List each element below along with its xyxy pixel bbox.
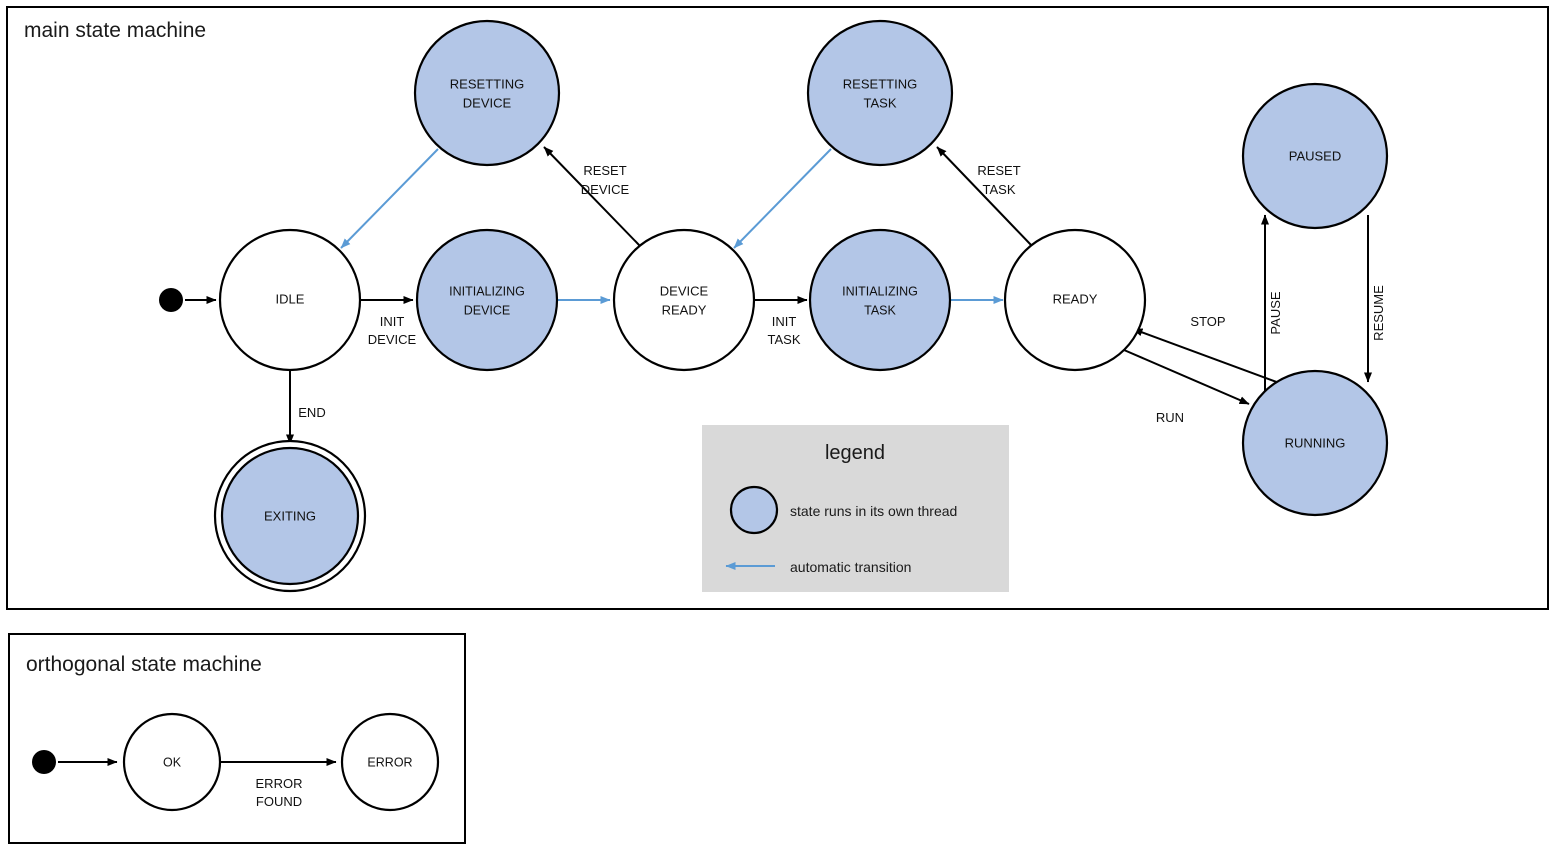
main-frame-title: main state machine xyxy=(24,19,206,42)
transition-resetting-device-to-idle xyxy=(340,148,439,249)
state-node-running[interactable]: RUNNING xyxy=(1241,369,1389,517)
state-label-ready: READY xyxy=(1053,291,1098,306)
initial-state-marker-orthogonal xyxy=(32,750,56,774)
transition-running-to-ready xyxy=(1132,328,1283,385)
legend-item-auto-transition-label: automatic transition xyxy=(790,559,911,575)
state-label-resetting-device-line2: DEVICE xyxy=(463,95,512,110)
state-label-idle: IDLE xyxy=(276,291,305,306)
edge-label-end: END xyxy=(298,405,325,420)
state-node-ready[interactable]: READY xyxy=(1003,228,1147,372)
state-node-idle[interactable]: IDLE xyxy=(218,228,362,372)
state-node-error[interactable]: ERROR xyxy=(340,712,440,812)
state-label-resetting-task-line1: RESETTING xyxy=(843,76,917,91)
state-label-paused: PAUSED xyxy=(1289,148,1342,163)
edge-label-error-found-line1: ERROR xyxy=(256,776,303,791)
legend: legend state runs in its own thread auto… xyxy=(702,425,1009,592)
edge-label-run: RUN xyxy=(1156,410,1184,425)
edge-label-error-found-line2: FOUND xyxy=(256,794,302,809)
edge-label-init-device-line2: DEVICE xyxy=(368,332,417,347)
main-state-machine-frame xyxy=(6,6,1549,610)
state-label-resetting-task-line2: TASK xyxy=(864,95,897,110)
state-label-ok: OK xyxy=(163,755,182,769)
state-node-exiting[interactable]: EXITING xyxy=(213,439,367,593)
state-node-initializing-task[interactable]: INITIALIZING TASK xyxy=(808,228,952,372)
edge-label-init-device-line1: INIT xyxy=(380,314,405,329)
state-label-initializing-task-line2: TASK xyxy=(864,303,896,317)
transition-resetting-task-to-device-ready xyxy=(733,148,832,249)
state-label-running: RUNNING xyxy=(1285,435,1346,450)
state-label-resetting-device-line1: RESETTING xyxy=(450,76,524,91)
state-label-device-ready-line2: READY xyxy=(662,302,707,317)
edge-label-reset-task-line1: RESET xyxy=(977,163,1020,178)
edge-label-pause: PAUSE xyxy=(1268,291,1283,334)
edge-label-init-task-line1: INIT xyxy=(772,314,797,329)
state-node-initializing-device[interactable]: INITIALIZING DEVICE xyxy=(415,228,559,372)
orthogonal-state-machine-frame xyxy=(8,633,466,844)
legend-title: legend xyxy=(825,442,885,464)
edge-label-reset-device-line2: DEVICE xyxy=(581,182,630,197)
initial-state-marker-main xyxy=(159,288,183,312)
state-node-device-ready[interactable]: DEVICE READY xyxy=(612,228,756,372)
state-label-initializing-device-line2: DEVICE xyxy=(464,303,511,317)
state-label-device-ready-line1: DEVICE xyxy=(660,283,709,298)
legend-item-thread-state-label: state runs in its own thread xyxy=(790,503,957,519)
orthogonal-frame-title: orthogonal state machine xyxy=(26,653,262,676)
edge-label-init-task-line2: TASK xyxy=(768,332,801,347)
edge-label-resume: RESUME xyxy=(1371,285,1386,341)
edge-label-reset-device-line1: RESET xyxy=(583,163,626,178)
state-node-ok[interactable]: OK xyxy=(122,712,222,812)
state-node-resetting-task[interactable]: RESETTING TASK xyxy=(806,19,954,167)
transition-ready-to-resetting-task xyxy=(936,146,1033,247)
edge-label-reset-task-line2: TASK xyxy=(983,182,1016,197)
transition-ready-to-running xyxy=(1123,349,1250,405)
state-label-exiting: EXITING xyxy=(264,508,316,523)
legend-thread-state-icon xyxy=(729,485,779,535)
state-label-error: ERROR xyxy=(367,755,412,769)
state-node-paused[interactable]: PAUSED xyxy=(1241,82,1389,230)
state-label-initializing-device-line1: INITIALIZING xyxy=(449,284,525,298)
state-label-initializing-task-line1: INITIALIZING xyxy=(842,284,918,298)
state-node-resetting-device[interactable]: RESETTING DEVICE xyxy=(413,19,561,167)
transition-device-ready-to-resetting-device xyxy=(543,146,641,247)
edge-label-stop: STOP xyxy=(1190,314,1225,329)
